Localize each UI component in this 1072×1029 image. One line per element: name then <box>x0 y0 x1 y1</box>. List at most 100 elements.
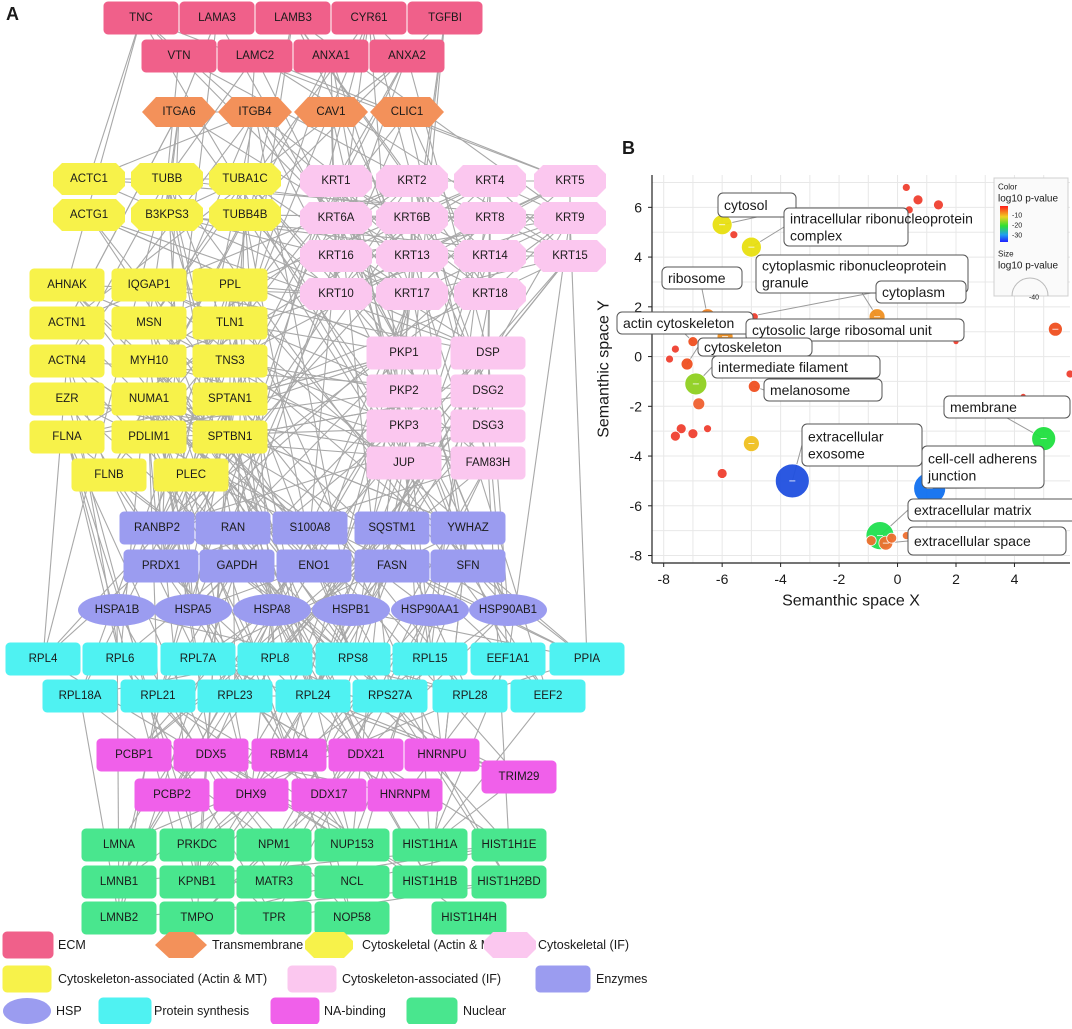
node-ywhaz: YWHAZ <box>431 512 505 544</box>
y-tick-label: -8 <box>630 548 643 564</box>
node-anxa1: ANXA1 <box>294 40 368 72</box>
node-label: PKP3 <box>389 420 418 432</box>
node-hist1h1e: HIST1H1E <box>472 829 546 861</box>
point-circle <box>866 536 876 546</box>
node-label: KRT8 <box>475 212 504 224</box>
legend-size-label: log10 p-value <box>998 261 1058 272</box>
node-b3kps3: B3KPS3 <box>131 199 203 231</box>
node-label: JUP <box>393 457 415 469</box>
legend-color-label: log10 p-value <box>998 194 1058 205</box>
node-actc1: ACTC1 <box>53 163 125 195</box>
point <box>730 231 738 239</box>
node-label: HSPA8 <box>254 604 291 616</box>
node-label: RPS8 <box>338 653 368 665</box>
legend-color-tick: -30 <box>1012 233 1022 240</box>
point-circle <box>887 533 897 543</box>
node-krt9: KRT9 <box>534 202 606 234</box>
node-label: HSPA5 <box>175 604 212 616</box>
point-circle <box>913 195 923 205</box>
point-circle <box>933 200 943 210</box>
node-kpnb1: KPNB1 <box>160 866 234 898</box>
node-prdx1: PRDX1 <box>124 550 198 582</box>
node-tuba1c: TUBA1C <box>209 163 281 195</box>
node-hspa1b: HSPA1B <box>78 594 156 626</box>
node-hspa5: HSPA5 <box>154 594 232 626</box>
y-axis-label: Semanthic space Y <box>596 300 613 438</box>
node-label: RPL4 <box>29 653 58 665</box>
node-ddx17: DDX17 <box>292 779 366 811</box>
node-label: DSP <box>476 347 500 359</box>
node-lamc2: LAMC2 <box>218 40 292 72</box>
node-label: RPS27A <box>368 690 412 702</box>
node-itgb4: ITGB4 <box>218 97 292 127</box>
legend-item: Nuclear <box>407 998 506 1024</box>
point-circle <box>688 337 698 347</box>
node-label: HSPB1 <box>332 604 370 616</box>
node-label: ANXA2 <box>388 50 426 62</box>
legend-item: Cytoskeleton-associated (Actin & MT) <box>3 966 267 992</box>
node-hsp90ab1: HSP90AB1 <box>469 594 547 626</box>
node-eef1a1: EEF1A1 <box>471 643 545 675</box>
point <box>1066 370 1072 378</box>
annotation-8: intermediate filament <box>712 356 880 378</box>
network-edge <box>89 18 141 179</box>
legend-item: HSP <box>3 998 82 1024</box>
node-label: NCL <box>340 876 364 888</box>
node-label: HSPA1B <box>95 604 140 616</box>
point <box>688 337 698 347</box>
node-hist1h1a: HIST1H1A <box>393 829 467 861</box>
y-tick-label: 4 <box>634 249 642 265</box>
annotation-text: ribosome <box>668 270 726 286</box>
node-label: TNS3 <box>215 355 244 367</box>
legend-swatch <box>99 998 151 1024</box>
node-label: KRT13 <box>394 250 430 262</box>
node-hist1h4h: HIST1H4H <box>432 902 506 934</box>
annotation-text: cytosolic large ribosomal unit <box>752 322 932 338</box>
node-label: EEF2 <box>534 690 563 702</box>
point <box>933 200 943 210</box>
node-rpl21: RPL21 <box>121 680 195 712</box>
node-tln1: TLN1 <box>193 307 267 339</box>
node-label: KRT10 <box>318 288 354 300</box>
node-label: SFN <box>457 560 480 572</box>
legend-swatch <box>484 932 536 958</box>
node-label: LMNB2 <box>100 912 138 924</box>
node-plec: PLEC <box>154 459 228 491</box>
node-label: RPL23 <box>217 690 252 702</box>
legend-swatch <box>288 966 336 992</box>
node-dsp: DSP <box>451 337 525 369</box>
node-hnrnpm: HNRNPM <box>368 779 442 811</box>
node-label: PCBP2 <box>153 789 191 801</box>
annotation-9: melanosome <box>764 379 882 401</box>
node-ddx5: DDX5 <box>174 739 248 771</box>
node-label: KRT5 <box>555 175 584 187</box>
legend-swatch <box>3 998 51 1024</box>
node-label: PRKDC <box>177 839 217 851</box>
node-label: DDX17 <box>310 789 347 801</box>
node-label: PLEC <box>176 469 206 481</box>
node-krt10: KRT10 <box>300 278 372 310</box>
node-label: HIST1H1E <box>482 839 537 851</box>
point <box>666 355 674 363</box>
node-label: ITGA6 <box>162 106 195 118</box>
node-label: HNRNPM <box>380 789 430 801</box>
y-tick-label: -2 <box>630 398 643 414</box>
node-krt13: KRT13 <box>376 240 448 272</box>
node-pcbp2: PCBP2 <box>135 779 209 811</box>
node-label: S100A8 <box>290 522 331 534</box>
node-sfn: SFN <box>431 550 505 582</box>
legend-swatch <box>155 932 207 958</box>
point-circle <box>688 429 698 439</box>
node-trim29: TRIM29 <box>482 761 556 793</box>
node-label: ACTC1 <box>70 173 108 185</box>
node-krt16: KRT16 <box>300 240 372 272</box>
x-tick-label: -2 <box>833 571 846 587</box>
node-label: FLNB <box>94 469 124 481</box>
legend-color-tick: -20 <box>1012 223 1022 230</box>
node-label: TMPO <box>180 912 213 924</box>
node-label: SPTAN1 <box>208 393 252 405</box>
node-pdlim1: PDLIM1 <box>112 421 186 453</box>
